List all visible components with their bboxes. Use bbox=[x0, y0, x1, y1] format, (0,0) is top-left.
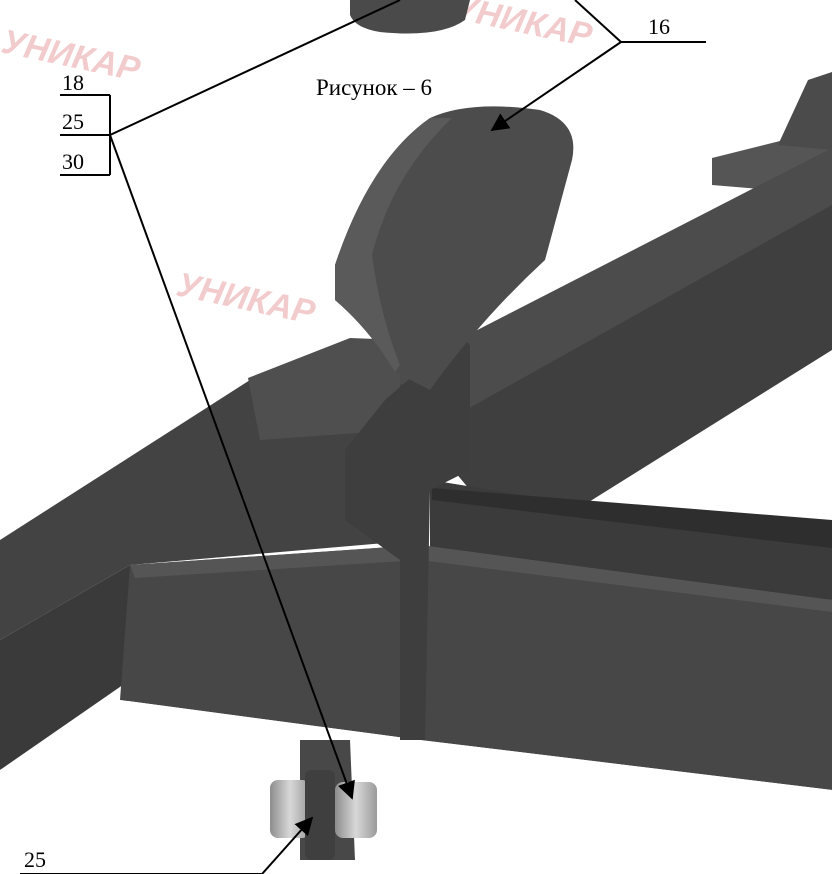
vertical-plate bbox=[345, 335, 470, 740]
callout-25-bottom: 25 bbox=[24, 847, 46, 872]
leader-16-arrow bbox=[490, 41, 622, 132]
left-beam bbox=[0, 380, 420, 640]
front-beam-bottom bbox=[0, 700, 832, 874]
leader-stack-top bbox=[109, 0, 401, 136]
leader-25-arrow bbox=[261, 816, 314, 874]
bolt-head bbox=[270, 780, 310, 838]
callout-30: 30 bbox=[62, 149, 84, 174]
upper-bracket-shade bbox=[335, 118, 452, 372]
callout-16: 16 bbox=[648, 14, 670, 39]
inner-beam-light bbox=[432, 488, 832, 548]
callout-25: 25 bbox=[62, 109, 84, 134]
diagonal-beam-top bbox=[380, 148, 832, 430]
watermark-text: УНИКАР bbox=[450, 0, 595, 55]
callout-18: 18 bbox=[62, 70, 84, 95]
leader-stack-bolt bbox=[109, 134, 355, 800]
bracket-block bbox=[248, 338, 400, 440]
diagonal-beam bbox=[420, 200, 832, 520]
right-post bbox=[778, 72, 832, 150]
left-beam-front bbox=[0, 565, 130, 770]
lug-center bbox=[305, 770, 335, 860]
top-part bbox=[350, 0, 470, 34]
watermark-text: УНИКАР bbox=[173, 266, 318, 332]
bolt-nut bbox=[335, 782, 377, 838]
leader-16-to-top bbox=[574, 0, 622, 43]
front-beam-top bbox=[130, 545, 832, 612]
figure-caption: Рисунок – 6 bbox=[316, 75, 432, 100]
leader-lines bbox=[20, 0, 706, 874]
front-beam bbox=[120, 545, 832, 790]
